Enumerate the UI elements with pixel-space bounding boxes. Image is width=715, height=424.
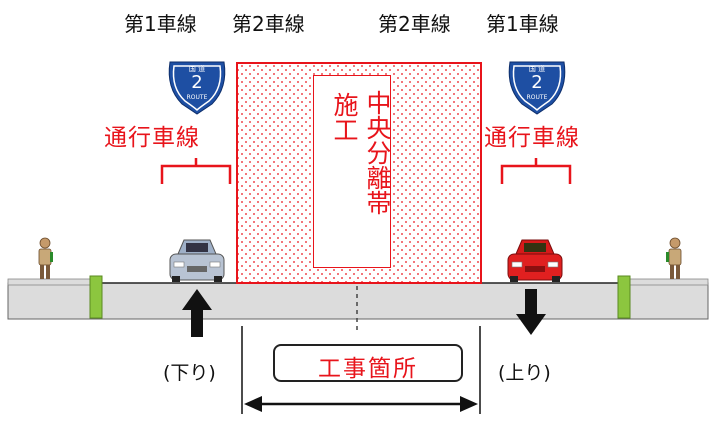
direction-up-label: (上り) — [498, 362, 551, 384]
route-sign-right-top: 国 道 — [528, 65, 546, 73]
lane-header-1-right: 第1車線 — [486, 12, 559, 36]
median-label-text: 中央分離帯 — [363, 90, 392, 215]
left-worker-icon — [38, 237, 53, 279]
lane-header-2-right: 第2車線 — [378, 12, 451, 36]
road-surface — [7, 278, 709, 334]
left-lane-bracket — [160, 158, 232, 184]
red-car-icon — [507, 239, 563, 282]
route-sign-right-icon — [508, 61, 566, 115]
route-sign-left-icon — [168, 61, 226, 115]
route-sign-left-bottom: ROUTE — [186, 94, 208, 101]
lane-header-2-left: 第2車線 — [232, 12, 305, 36]
up-arrow-icon — [182, 289, 212, 337]
median-frame — [313, 75, 391, 268]
work-location-label: 工事箇所 — [318, 356, 418, 382]
right-green-post — [617, 275, 631, 319]
traffic-lane-label-left: 通行車線 — [104, 125, 200, 151]
construction-label-text: 施工 — [330, 92, 359, 142]
route-sign-right-number: 2 — [531, 72, 543, 93]
construction-label: 施工 — [328, 92, 359, 150]
median-label: 中央分離帯 — [361, 90, 392, 223]
work-location-text: 工事箇所 — [273, 349, 463, 383]
work-span-dimension — [241, 326, 481, 414]
right-worker-icon — [666, 237, 682, 279]
route-sign-left-top: 国 道 — [188, 65, 206, 73]
down-arrow-icon — [516, 289, 546, 335]
lane-header-1-left: 第1車線 — [124, 12, 197, 36]
right-lane-bracket — [500, 158, 572, 184]
direction-down-label: (下り) — [163, 362, 216, 384]
blue-car-icon — [169, 239, 225, 282]
work-location-box — [273, 344, 463, 382]
route-sign-left-number: 2 — [191, 72, 203, 93]
route-sign-right-bottom: ROUTE — [526, 94, 548, 101]
left-green-post — [89, 275, 103, 319]
traffic-lane-label-right: 通行車線 — [484, 125, 580, 151]
